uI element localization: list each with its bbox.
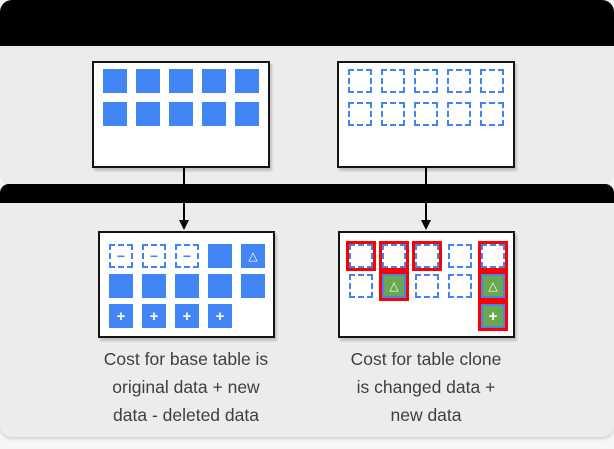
base-table-changed-box: − − − △ + + + + [98,231,275,338]
cell-green-delta-red: △ [382,274,406,298]
cell-dashed [381,69,405,93]
cell-solid [109,274,133,298]
cell-solid [103,102,127,126]
cell-solid [175,274,199,298]
cell-dashed [480,69,504,93]
cell-dashed [414,69,438,93]
top-black-bar [0,0,614,46]
cell-dashed [381,102,405,126]
cell-green-plus-red: + [481,304,505,328]
caption-table-clone: Cost for table clone is changed data + n… [316,345,536,429]
cell-dashed-red [415,244,439,268]
cell-dashed [414,102,438,126]
cell-dashed-red [481,244,505,268]
divider-black-bar [0,184,614,203]
delta-icon: △ [488,279,498,293]
cell-solid [208,274,232,298]
table-clone-changed-box: △ △ + [338,231,515,338]
cell-dashed [448,274,472,298]
caption-line: original data + new [112,377,260,397]
cell-dashed [447,69,471,93]
plus-icon: + [116,307,126,325]
caption-line: Cost for table clone [350,349,502,369]
cell-dashed [480,102,504,126]
cell-solid-plus: + [208,304,232,328]
table-clone-changed-grid: △ △ + [340,233,513,339]
delta-icon: △ [389,279,399,293]
cell-dashed-minus: − [109,244,133,268]
cell-solid [208,244,232,268]
cell-solid [169,69,193,93]
minus-icon: − [182,248,192,264]
cell-solid [241,274,265,298]
cell-dashed [448,244,472,268]
cell-dashed-red [349,244,373,268]
caption-line: new data [390,405,462,425]
cell-solid-delta: △ [241,244,265,268]
cell-solid [103,69,127,93]
cell-solid [136,69,160,93]
plus-icon: + [149,307,159,325]
arrow-down-icon [179,167,189,230]
cell-dashed-red [382,244,406,268]
cell-solid [235,102,259,126]
plus-icon: + [215,307,225,325]
cell-dashed [348,102,372,126]
base-table-original-grid [94,63,268,132]
caption-base-table: Cost for base table is original data + n… [76,345,296,429]
cell-dashed [349,274,373,298]
base-table-original-box [92,61,270,168]
cell-dashed-minus: − [175,244,199,268]
cell-solid [169,102,193,126]
cell-solid [202,102,226,126]
cell-dashed [415,274,439,298]
delta-icon: △ [248,249,258,263]
cell-solid-plus: + [175,304,199,328]
cell-solid-plus: + [142,304,166,328]
arrow-down-icon [421,167,431,230]
cell-dashed [447,102,471,126]
base-table-changed-grid: − − − △ + + + + [100,233,273,339]
plus-icon: + [488,307,498,325]
cell-solid-plus: + [109,304,133,328]
caption-line: Cost for base table is [103,349,269,369]
cell-solid [142,274,166,298]
caption-line: is changed data + [356,377,496,397]
cell-dashed-minus: − [142,244,166,268]
table-clone-shared-box [337,61,515,168]
cell-solid [235,69,259,93]
cell-solid [136,102,160,126]
cell-green-delta-red: △ [481,274,505,298]
cell-dashed [348,69,372,93]
table-clone-shared-grid [339,63,513,132]
cell-solid [202,69,226,93]
minus-icon: − [116,248,126,264]
minus-icon: − [149,248,159,264]
plus-icon: + [182,307,192,325]
caption-line: data - deleted data [113,405,259,425]
